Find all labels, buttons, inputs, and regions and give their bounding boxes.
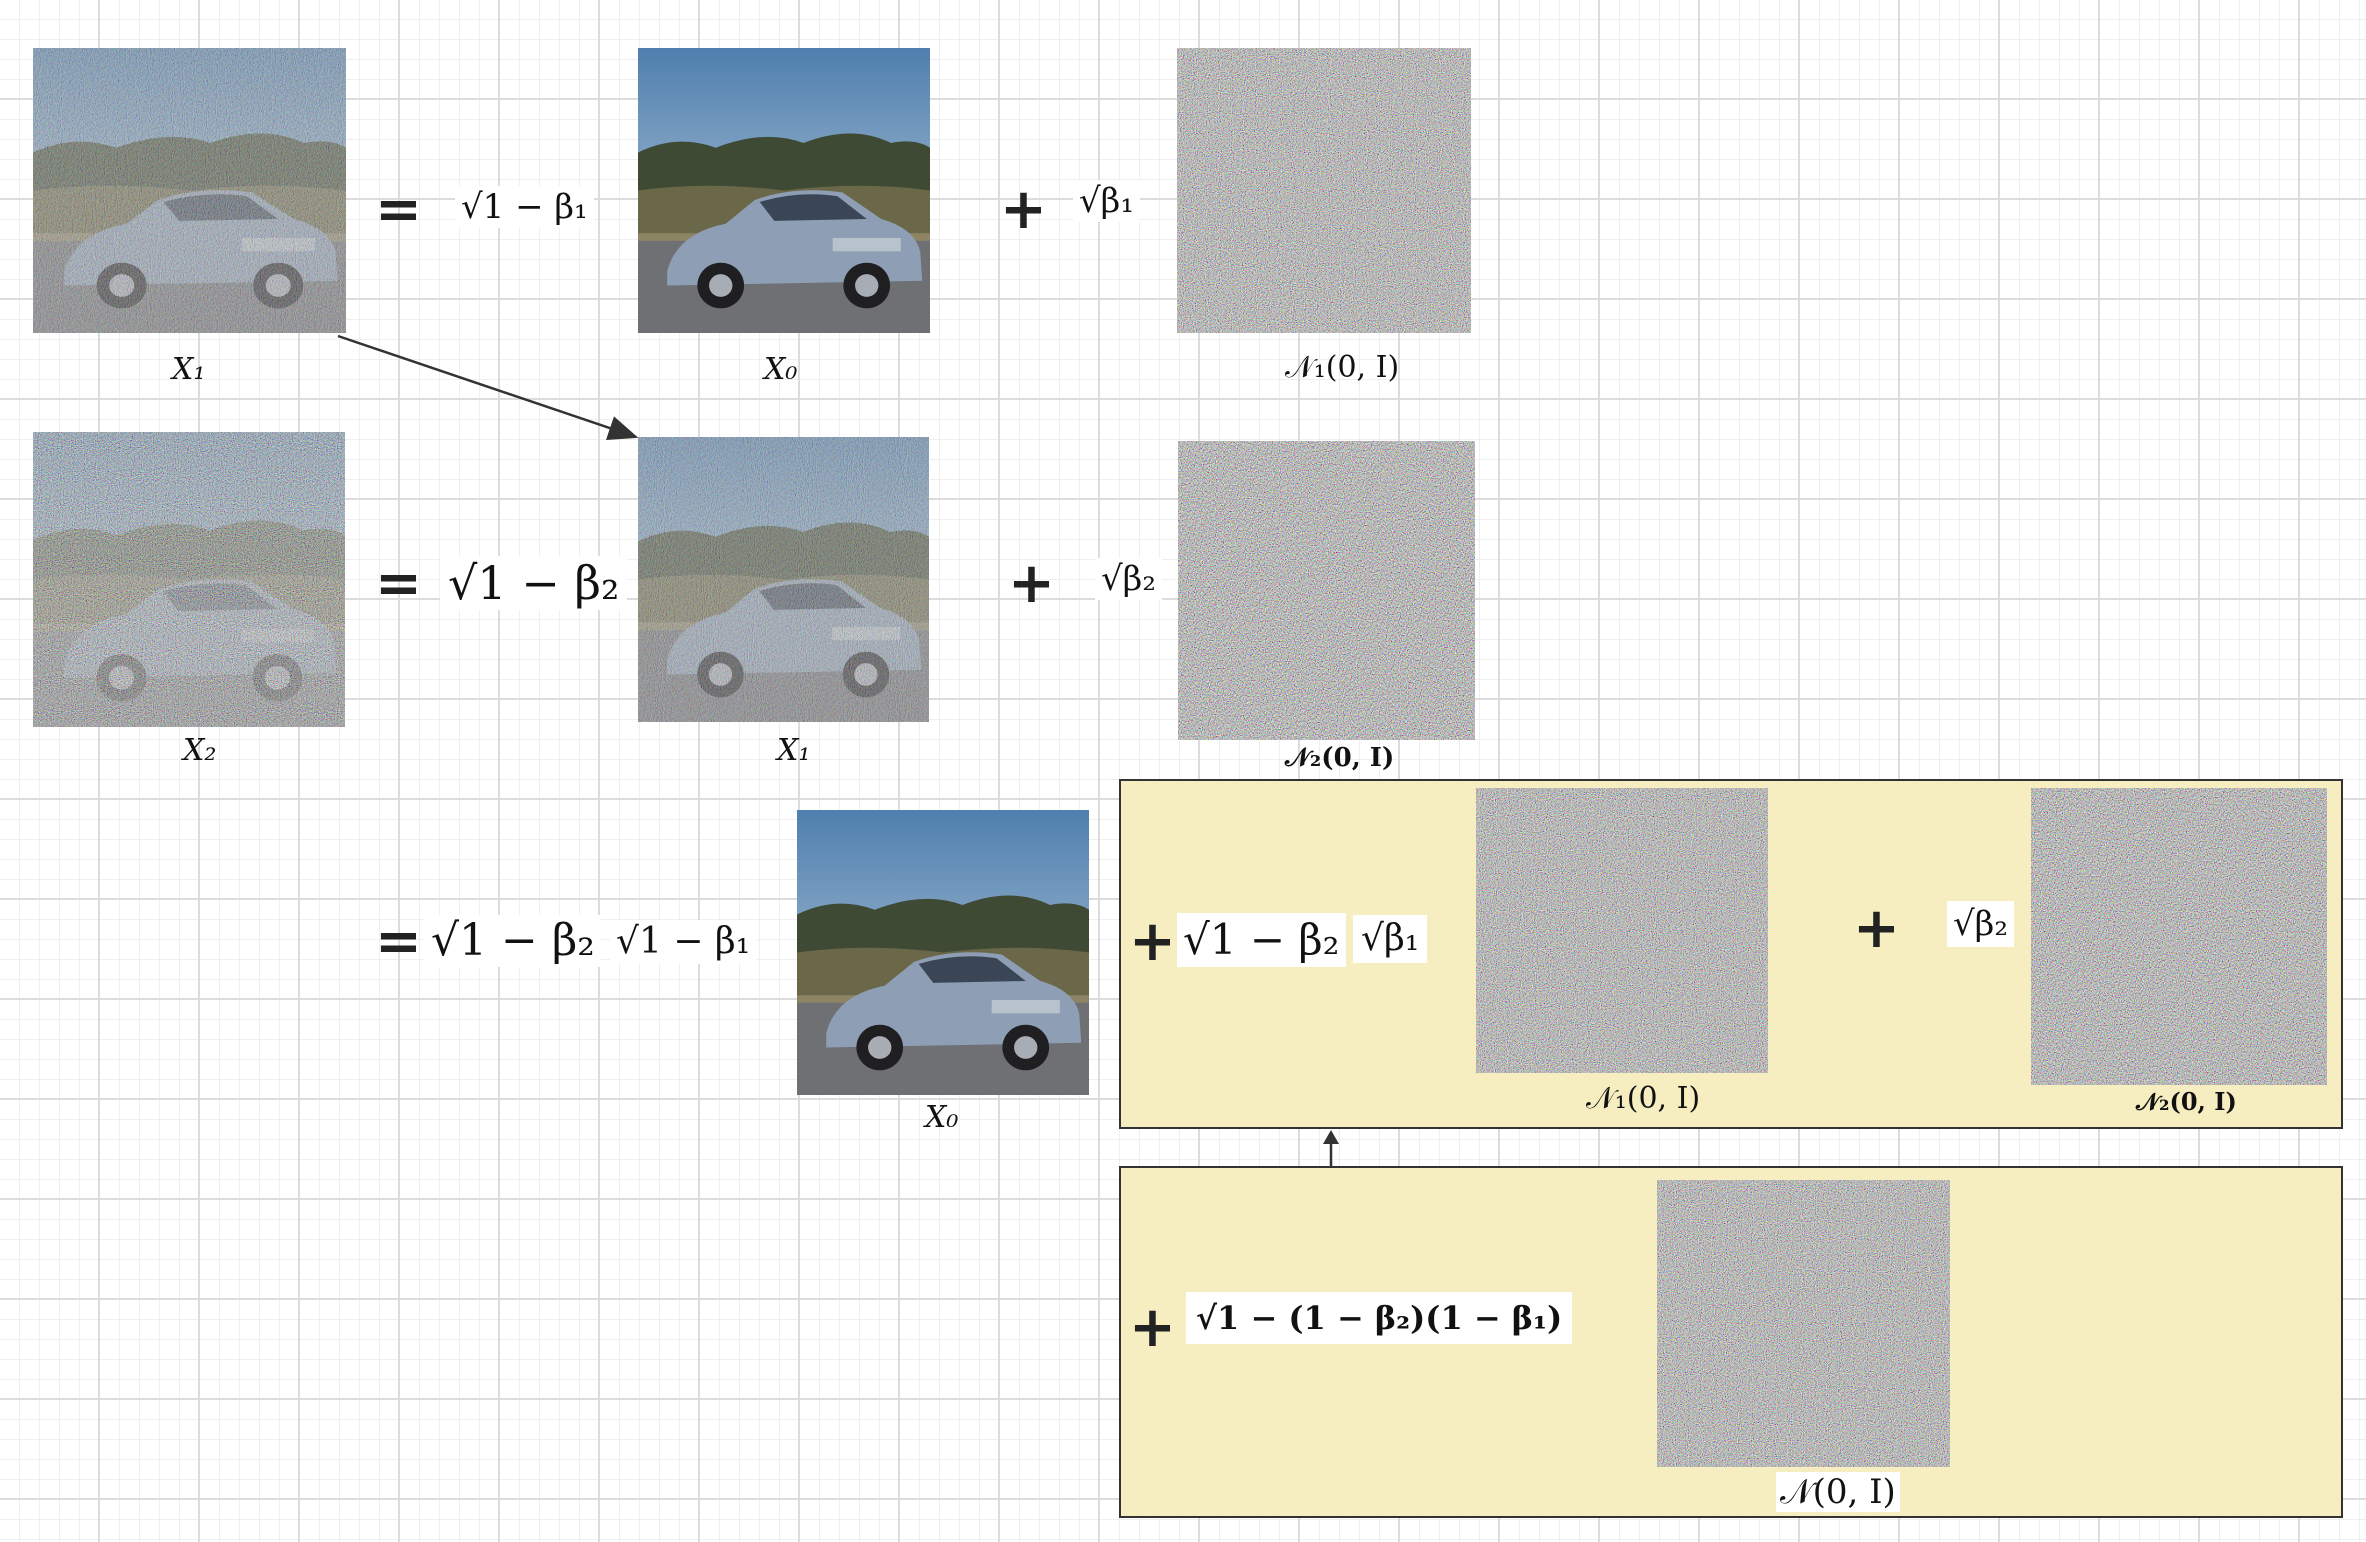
coef-sqrt-beta1: √β₁: [1073, 180, 1140, 222]
plus-sign: +: [1853, 896, 1900, 961]
gaussian-noise-image-n1: [1177, 48, 1471, 333]
plus-sign: +: [1000, 177, 1047, 242]
label-x0: X₀: [764, 352, 798, 387]
label-n2: 𝒩₂(0, I): [2136, 1087, 2237, 1116]
label-n1: 𝒩₁(0, I): [1285, 350, 1400, 385]
coef-sqrt-1-minus-beta2: √1 − β₂: [440, 556, 628, 610]
label-x2: X₂: [183, 733, 217, 768]
plus-sign: +: [1129, 1295, 1176, 1360]
gaussian-noise-image-n1: [1476, 788, 1768, 1073]
label-x0: X₀: [925, 1100, 959, 1135]
coef-sqrt-1-minus-beta1: √1 − β₁: [455, 186, 594, 228]
label-x1: X₁: [172, 352, 206, 387]
coef-sqrt-1-minus-beta2: √1 − β₂: [1177, 913, 1346, 967]
coef-sqrt-beta2: √β₂: [1947, 901, 2014, 947]
coef-sqrt-1-minus-product: √1 − (1 − β₂)(1 − β₁): [1186, 1292, 1573, 1344]
label-n: 𝒩(0, I): [1776, 1472, 1900, 1512]
noisy-car-image-x1: [33, 48, 346, 333]
label-n2: 𝒩₂(0, I): [1285, 743, 1395, 773]
plus-sign: +: [1129, 909, 1176, 974]
gaussian-noise-image-n: [1657, 1180, 1950, 1467]
label-x1: X₁: [777, 733, 811, 768]
noisy-car-image-x1: [638, 437, 929, 722]
equals-sign: =: [375, 909, 422, 974]
coef-sqrt-1-minus-beta2: √1 − β₂: [425, 915, 601, 967]
equals-sign: =: [375, 177, 422, 242]
merged-noise-box: + √1 − (1 − β₂)(1 − β₁) 𝒩(0, I): [1119, 1166, 2343, 1518]
gaussian-noise-image-n2: [2031, 788, 2327, 1085]
gaussian-noise-image-n2: [1178, 441, 1475, 740]
clean-car-image-x0: [638, 48, 930, 333]
coef-sqrt-beta1: √β₁: [1353, 915, 1428, 963]
equals-sign: =: [375, 551, 422, 616]
plus-sign: +: [1008, 551, 1055, 616]
coef-sqrt-beta2: √β₂: [1095, 558, 1162, 600]
combined-noise-box: + √1 − β₂ √β₁ 𝒩₁(0, I) + √β₂ 𝒩₂(0, I): [1119, 779, 2343, 1129]
coef-sqrt-1-minus-beta1: √1 − β₁: [610, 920, 757, 964]
noisy-car-image-x2: [33, 432, 345, 727]
label-n1: 𝒩₁(0, I): [1586, 1081, 1701, 1116]
clean-car-image-x0: [797, 810, 1089, 1095]
